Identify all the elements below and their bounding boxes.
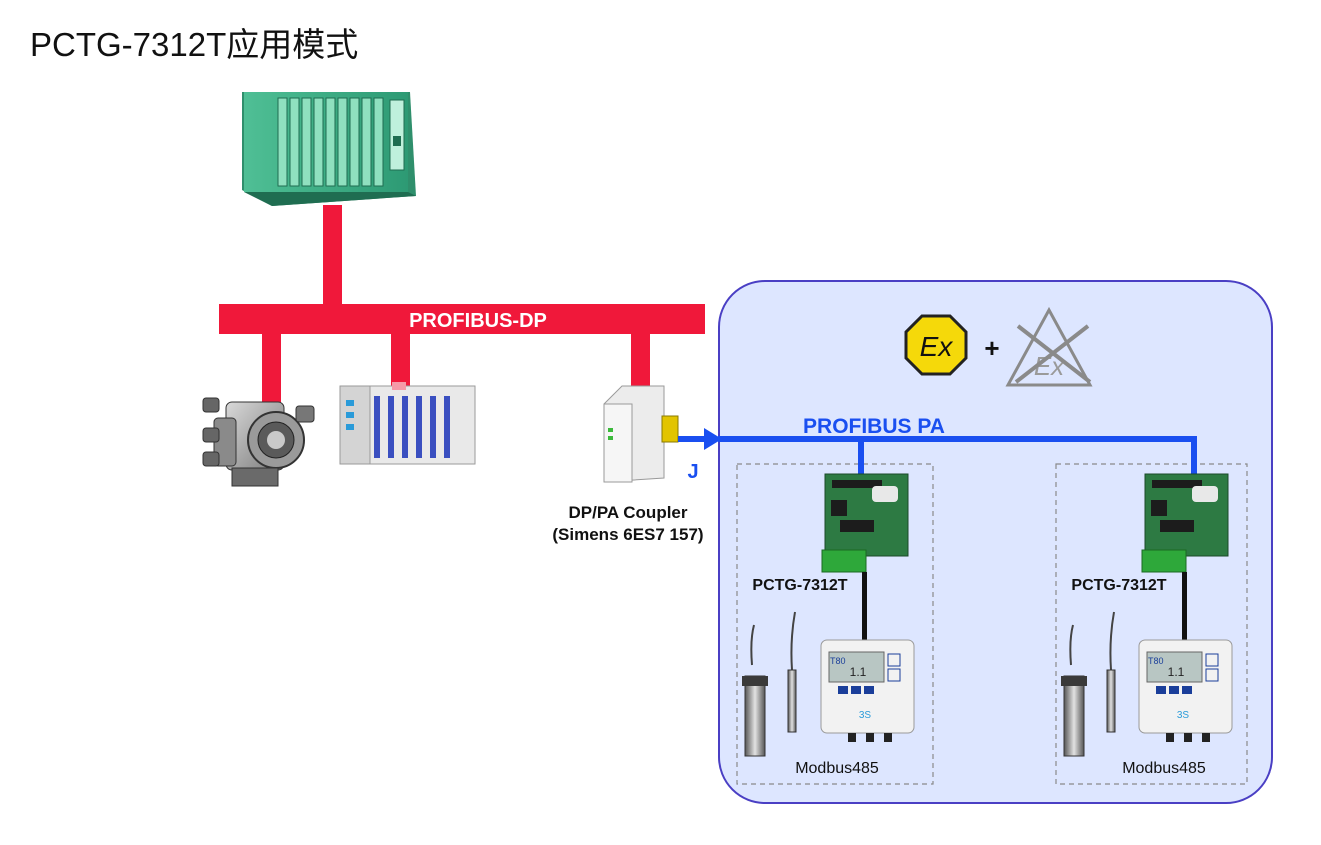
plc-module-icon	[339, 382, 476, 465]
node-1-protocol-label: Modbus485	[795, 760, 879, 777]
bus-terminator-label: J	[687, 461, 698, 483]
node-1-logo-mark: 3S	[859, 710, 872, 721]
node-box-2	[1055, 463, 1248, 785]
node-1-transmitter-reading: 1.1	[850, 665, 867, 679]
page-title: PCTG-7312T应用模式	[30, 26, 359, 63]
ex-symbol-text: Ex	[920, 331, 954, 362]
plus-sign: +	[984, 333, 999, 363]
dcs-rack-icon	[242, 92, 416, 206]
profibus-dp-bus	[219, 205, 705, 404]
ex-approved-icon: Ex	[904, 314, 968, 376]
node-2-logo-mark: 3S	[1177, 710, 1190, 721]
node-2-transmitter-model: T80	[1148, 656, 1164, 666]
pctg-board-2-icon	[1141, 473, 1229, 573]
valve-actuator-icon	[202, 397, 315, 487]
node-2-cable	[1182, 572, 1187, 642]
node-1-device-label: PCTG-7312T	[752, 577, 847, 594]
t80-transmitter-1-icon: T80 1.1 3S	[820, 639, 915, 742]
node-1-transmitter-model: T80	[830, 656, 846, 666]
node-2-protocol-label: Modbus485	[1122, 760, 1206, 777]
node-1-cable	[862, 572, 867, 642]
profibus-dp-label: PROFIBUS-DP	[409, 310, 547, 332]
sensor-probes-1-icon	[742, 611, 797, 757]
coupler-label-line2: (Simens 6ES7 157)	[552, 525, 703, 544]
node-box-1	[736, 463, 934, 785]
sensor-probes-2-icon	[1061, 611, 1116, 757]
t80-transmitter-2-icon: T80 1.1 3S	[1138, 639, 1233, 742]
profibus-pa-bus	[678, 428, 1197, 474]
dp-pa-coupler-icon	[603, 385, 679, 483]
profibus-pa-label: PROFIBUS PA	[803, 415, 945, 438]
node-2-transmitter-reading: 1.1	[1168, 665, 1185, 679]
ex-triangle-crossed-icon: Ex	[1005, 306, 1093, 387]
pctg-board-1-icon	[821, 473, 909, 573]
coupler-label-line1: DP/PA Coupler	[568, 503, 687, 522]
node-2-device-label: PCTG-7312T	[1071, 577, 1166, 594]
